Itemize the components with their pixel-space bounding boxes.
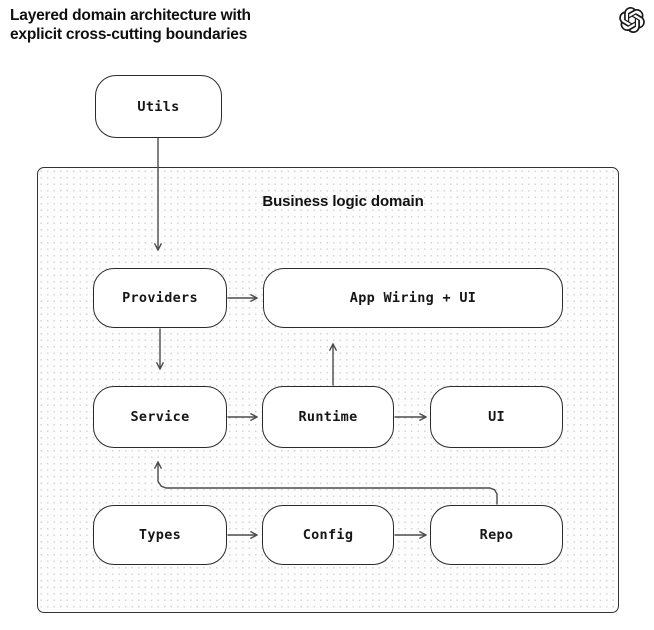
node-runtime-label: Runtime: [298, 409, 358, 425]
openai-logo-icon: [619, 7, 645, 33]
node-ui: UI: [430, 386, 563, 448]
node-ui-label: UI: [488, 409, 505, 425]
node-utils-label: Utils: [137, 98, 180, 115]
business-logic-domain-label: Business logic domain: [262, 193, 424, 210]
node-service: Service: [93, 386, 227, 448]
node-providers-label: Providers: [122, 290, 198, 306]
node-types: Types: [93, 505, 227, 565]
node-repo: Repo: [430, 505, 563, 565]
node-types-label: Types: [138, 527, 182, 543]
node-config-label: Config: [302, 527, 354, 543]
node-app-wiring-ui: App Wiring + UI: [263, 268, 563, 328]
node-utils: Utils: [95, 75, 222, 138]
node-providers: Providers: [93, 268, 227, 328]
node-service-label: Service: [130, 409, 190, 425]
node-runtime: Runtime: [262, 386, 394, 448]
page-title-line1: Layered domain architecture with: [10, 7, 251, 24]
page-title-line2: explicit cross-cutting boundaries: [10, 26, 248, 43]
page-title: Layered domain architecture with explici…: [10, 6, 330, 44]
node-app-wiring-ui-label: App Wiring + UI: [349, 290, 477, 306]
node-config: Config: [262, 505, 394, 565]
node-repo-label: Repo: [479, 527, 514, 543]
